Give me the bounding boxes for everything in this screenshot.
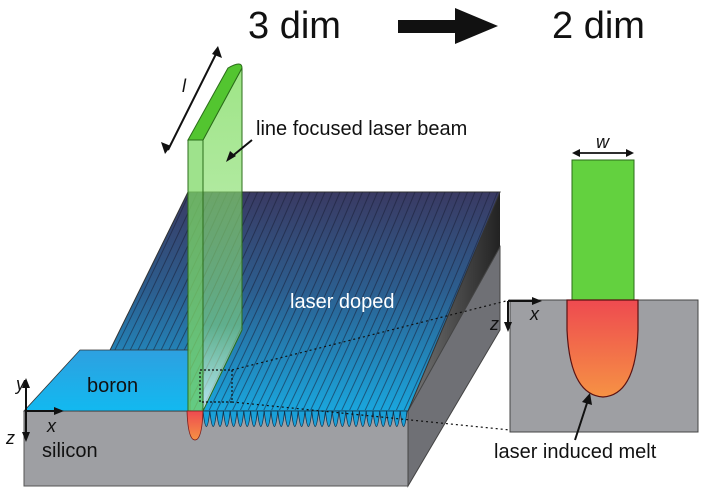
- beam-length-arrow: [161, 46, 222, 154]
- ripple-line: [325, 192, 423, 410]
- axis-2d-z-label: z: [489, 314, 499, 334]
- ripple-line: [309, 192, 408, 410]
- beam-label-arrow: [226, 139, 253, 162]
- axis-z-label: z: [5, 428, 15, 448]
- ripple-line: [348, 192, 446, 410]
- beam-length-label: l: [182, 76, 187, 96]
- ripple-line: [395, 192, 491, 410]
- silicon-label: silicon: [42, 440, 98, 462]
- melt-scallop: [399, 410, 408, 427]
- ripple-line: [239, 192, 341, 410]
- ripple-line: [364, 192, 461, 410]
- dimension-2d-label: 2 dim: [552, 5, 645, 47]
- boron-label: boron: [87, 375, 138, 397]
- axes-3d: [22, 378, 64, 442]
- ripple-line: [231, 192, 333, 410]
- laser-doped-label: laser doped: [290, 291, 395, 313]
- ripple-line: [247, 192, 348, 410]
- ripple-line: [356, 192, 453, 410]
- axis-2d-x-label: x: [529, 304, 540, 324]
- melt-scallops: [202, 410, 408, 427]
- ripple-line: [223, 192, 326, 410]
- ripple-line: [216, 192, 318, 410]
- beam-width-label: w: [596, 132, 610, 152]
- ripple-line: [286, 192, 386, 410]
- zoom-indicator: [199, 299, 511, 431]
- ripple-line: [278, 192, 378, 410]
- ripple-line: [372, 192, 468, 410]
- ripple-line: [379, 192, 476, 410]
- axis-x-label: x: [46, 416, 57, 436]
- ripple-line: [387, 192, 483, 410]
- ripple-line: [333, 192, 431, 410]
- axis-y-label: y: [14, 374, 26, 394]
- ripple-line: [317, 192, 416, 410]
- melt-label-arrow: [574, 393, 592, 441]
- ripple-line: [270, 192, 371, 410]
- ripple-line: [294, 192, 393, 410]
- ripple-line: [301, 192, 401, 410]
- cross-section-2d: [509, 159, 699, 433]
- ripple-line: [255, 192, 356, 410]
- dimension-3d-label: 3 dim: [248, 5, 341, 47]
- ripple-line: [340, 192, 438, 410]
- beam-label: line focused laser beam: [256, 118, 467, 140]
- ripple-line: [403, 192, 498, 410]
- axes-2d: [504, 297, 542, 332]
- ripple-line: [208, 192, 311, 410]
- ripple-line: [262, 192, 363, 410]
- melt-label: laser induced melt: [494, 441, 657, 463]
- arrow-right-icon: [398, 8, 498, 44]
- beam-width-arrow: [572, 149, 634, 157]
